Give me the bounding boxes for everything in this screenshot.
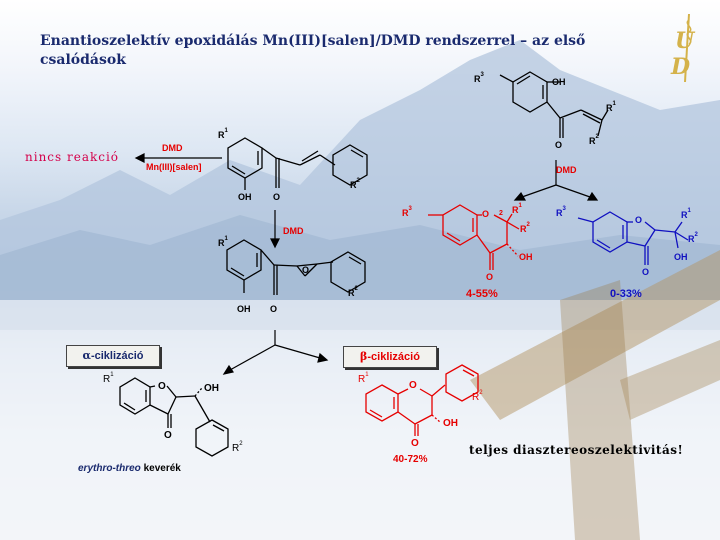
aurone-ring-o: O [635,215,643,225]
alpha-cyclization-box: α-ciklizáció [66,345,160,367]
slide-title: Enantioszelektív epoxidálás Mn(III)[sale… [40,33,586,68]
beta-ring-o: O [409,380,417,391]
chalcone-carbonyl-o: O [273,192,281,202]
beta-symbol: β [360,350,368,363]
alpha-ring-o: O [158,381,166,392]
flavanone-yield: 4-55% [466,288,498,300]
hydroxychalcone-structure [499,71,609,138]
epoxide-oh: OH [237,304,251,314]
alpha-product-structure [119,377,229,457]
beta-r1: R1 [358,372,369,385]
logo-letter-u: U [675,28,695,54]
aurone-r1: R1 [681,208,691,220]
reagent-catalyst: Mn(III)[salen] [146,162,202,172]
alpha-note-isomers: erythro-threo [78,463,141,474]
aurone-blue-structure [577,211,689,265]
alpha-note: erythro-threo keverék [78,463,181,474]
epoxide-r1: R1 [218,236,228,248]
alpha-symbol: α [82,349,91,362]
flavanone-ring-o: O [482,209,490,219]
hydroxychalcone-oh: OH [552,77,566,87]
fence-beam [470,250,720,420]
chalcone-oh: OH [238,192,252,202]
reagent-dmd-left: DMD [162,143,183,153]
alpha-r2: R2 [232,441,243,454]
beta-carbonyl-o: O [411,438,419,449]
aurone-r3: R3 [556,206,566,218]
hydroxychalcone-r3: R3 [474,72,484,84]
hydroxychalcone-r2: R2 [589,134,599,146]
fence-rail [620,340,720,420]
alpha-box-text: -ciklizáció [90,350,144,362]
flavanone-carbonyl-o: O [486,272,494,282]
no-reaction-label: nincs reakció [25,150,120,164]
reagent-dmd-middle: DMD [283,226,304,236]
alpha-oh: OH [204,383,219,394]
epoxide-structure [226,239,366,295]
flavanone-red-structure [428,204,520,270]
alpha-note-mixture: keverék [140,463,181,474]
epoxide-r2: R2 [348,286,358,298]
beta-box-text: -ciklizáció [367,351,420,363]
beta-yield: 40-72% [393,454,428,465]
beta-r2: R2 [472,390,483,403]
aurone-oh: OH [674,252,688,262]
fence-post [560,280,640,540]
logo-staff-icon [684,13,692,83]
chalcone-r2: R2 [350,178,360,190]
beta-oh: OH [443,418,458,429]
epoxide-carbonyl-o: O [270,304,278,314]
flavanone-r1: R1 [512,203,522,215]
diastereoselectivity-note: teljes diasztereoszelektivitás! [469,443,684,457]
logo-letter-d: D [671,54,691,80]
arrows [134,153,599,375]
chalcone-structure [227,137,368,190]
hydroxychalcone-r1: R1 [606,101,616,113]
aurone-yield: 0-33% [610,288,642,300]
alpha-r1: R1 [103,372,114,385]
university-logo: U D [663,10,711,85]
hydroxychalcone-carbonyl-o: O [555,140,563,150]
aurone-r2: R2 [688,232,698,244]
beta-cyclization-box: β-ciklizáció [343,346,437,368]
chalcone-r1: R1 [218,128,228,140]
epoxide-ring-o: O [302,265,310,275]
flavanone-r3: R3 [402,206,412,218]
beta-product-structure [365,364,479,436]
flavanone-oh: OH [519,252,533,262]
reagent-dmd-right: DMD [556,165,577,175]
aurone-carbonyl-o: O [642,267,650,277]
alpha-carbonyl-o: O [164,430,172,441]
flavanone-position-2: 2 [499,210,503,217]
flavanone-r2: R2 [520,222,530,234]
